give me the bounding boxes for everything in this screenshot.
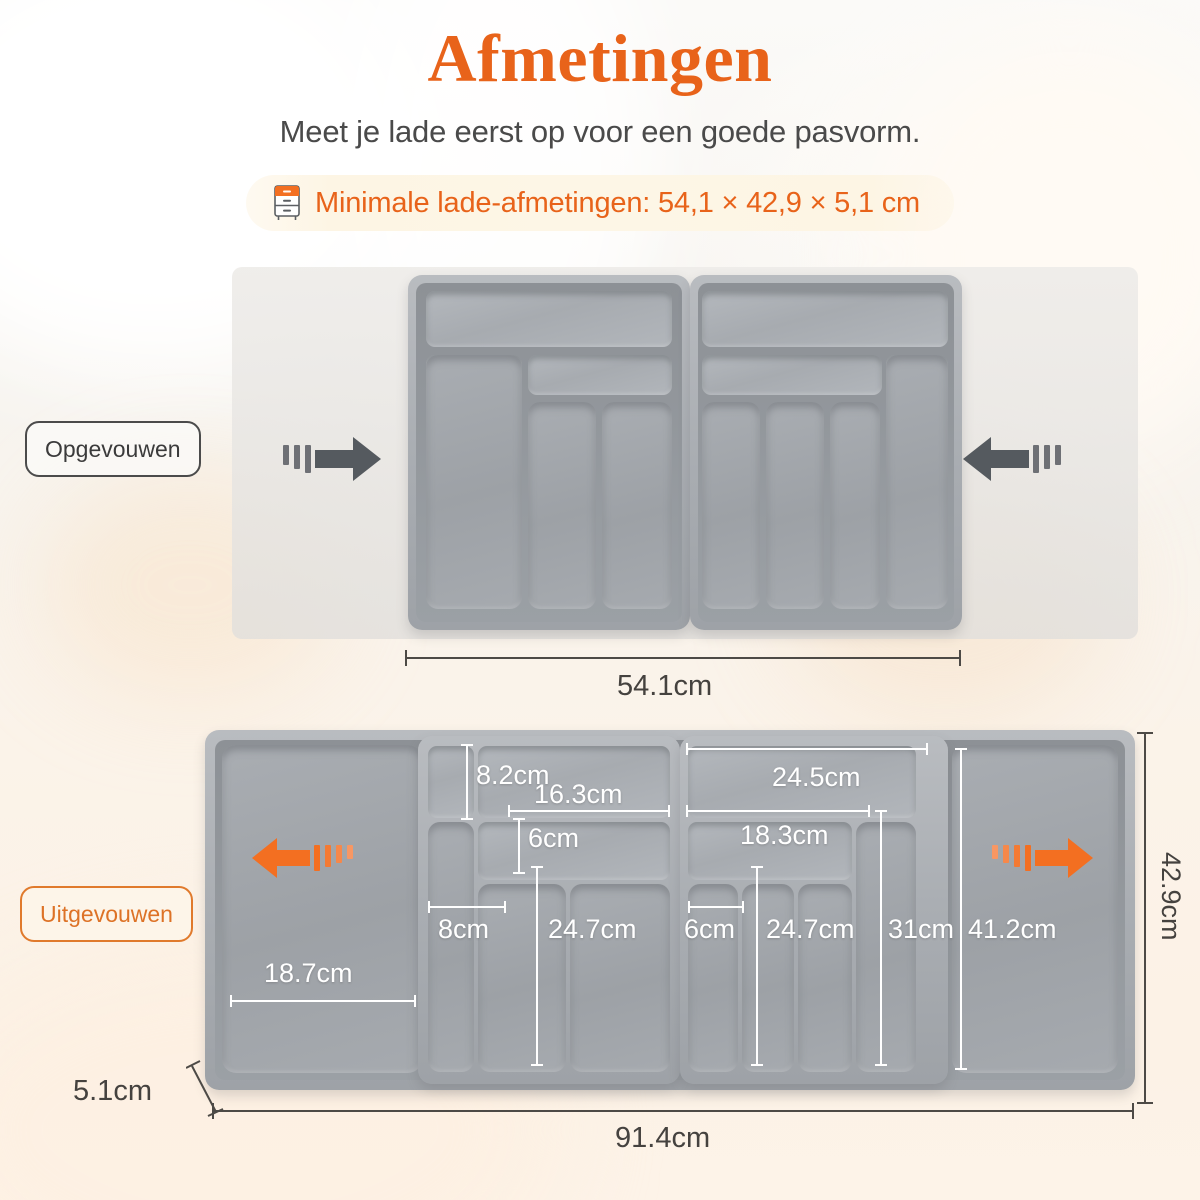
measure-label-depth: 5.1cm — [73, 1075, 152, 1107]
compartment-right-wing — [952, 745, 1118, 1073]
measure-line-right-wing-height — [955, 748, 967, 1070]
compartment-slot — [702, 402, 760, 609]
measure-line-right-top-width — [686, 743, 928, 755]
page-subtitle: Meet je lade eerst op voor een goede pas… — [279, 114, 921, 149]
measure-label-expanded-height: 42.9cm — [1156, 852, 1186, 941]
page-title: Afmetingen — [427, 20, 773, 96]
compartment-slot — [742, 884, 794, 1072]
measure-label-right-tall-height: 31cm — [888, 914, 955, 944]
compartment-slot — [688, 822, 852, 880]
measure-label-left-mid-height: 6cm — [528, 823, 580, 853]
folded-tray-right — [690, 275, 962, 630]
measure-label-right-top-width: 24.5cm — [772, 762, 861, 792]
compartment-slot — [426, 291, 672, 347]
compartment-slot — [766, 402, 824, 609]
measure-label-left-wing-width: 18.7cm — [264, 958, 353, 988]
compartment-slot — [602, 402, 672, 609]
measure-label-right-deep-height: 24.7cm — [766, 914, 855, 944]
measure-label-expanded-width: 91.4cm — [615, 1122, 711, 1154]
badge-folded: Opgevouwen — [25, 421, 201, 477]
compartment-slot — [478, 746, 670, 818]
badge-folded-label: Opgevouwen — [45, 435, 181, 462]
measure-line-right-narrow-width — [688, 901, 744, 913]
compartment-slot — [688, 746, 916, 818]
measure-line-left-deep-height — [531, 866, 543, 1066]
measure-label-left-deep-height: 24.7cm — [548, 914, 637, 944]
expanded-right-module — [680, 736, 948, 1084]
measure-label-left-small-top-height: 8.2cm — [476, 760, 550, 790]
folded-tray-left — [408, 275, 690, 630]
measure-line-left-mid-width — [508, 805, 670, 817]
measure-line-right-tall-height — [875, 810, 887, 1066]
measure-line-left-narrow-width — [428, 901, 506, 913]
compartment-slot — [426, 355, 522, 609]
measure-line-expanded-height — [1137, 732, 1153, 1104]
compartment-slot — [702, 291, 948, 347]
measure-line-left-mid-height — [513, 818, 525, 874]
compartment-slot — [886, 355, 948, 609]
minimum-drawer-size-text: Minimale lade-afmetingen: 54,1 × 42,9 × … — [315, 186, 920, 219]
compartment-slot — [702, 355, 882, 395]
measure-label-right-wing-height: 41.2cm — [968, 914, 1057, 944]
measure-label-left-narrow-width: 8cm — [438, 914, 490, 944]
arrow-right-icon — [992, 838, 1093, 878]
compartment-slot — [688, 884, 738, 1072]
measure-line-right-deep-height — [751, 866, 763, 1066]
compartment-slot — [478, 884, 566, 1072]
compartment-slot — [830, 402, 880, 609]
compartment-slot — [798, 884, 852, 1072]
measure-line-right-mid-width — [686, 805, 870, 817]
measure-line-expanded-width — [212, 1103, 1134, 1119]
compartment-slot — [570, 884, 670, 1072]
measure-line-left-small-top-height — [461, 744, 473, 820]
compartment-slot — [478, 822, 670, 880]
measure-line-left-wing-width — [230, 995, 416, 1007]
arrow-left-icon — [252, 838, 353, 878]
compartment-slot — [856, 822, 916, 1072]
measure-label-left-mid-width: 16.3cm — [534, 779, 623, 809]
compartment-slot — [528, 355, 672, 395]
badge-expanded-label: Uitgevouwen — [40, 900, 173, 927]
measure-label-right-mid-width: 18.3cm — [740, 820, 829, 850]
compartment-slot — [528, 402, 596, 609]
measure-label-right-narrow-width: 6cm — [684, 914, 736, 944]
measure-label-folded-width: 54.1cm — [617, 670, 713, 702]
arrow-left-icon — [963, 437, 1061, 481]
minimum-drawer-size-banner: Minimale lade-afmetingen: 54,1 × 42,9 × … — [246, 175, 954, 231]
arrow-right-icon — [283, 437, 381, 481]
measure-line-folded-width — [405, 650, 961, 666]
compartment-left-wing — [222, 745, 422, 1073]
compartment-slot — [428, 822, 474, 1072]
drawer-cabinet-icon — [272, 184, 302, 222]
measure-line-depth — [185, 1058, 232, 1125]
badge-expanded: Uitgevouwen — [20, 886, 193, 942]
expanded-left-module — [418, 736, 680, 1084]
